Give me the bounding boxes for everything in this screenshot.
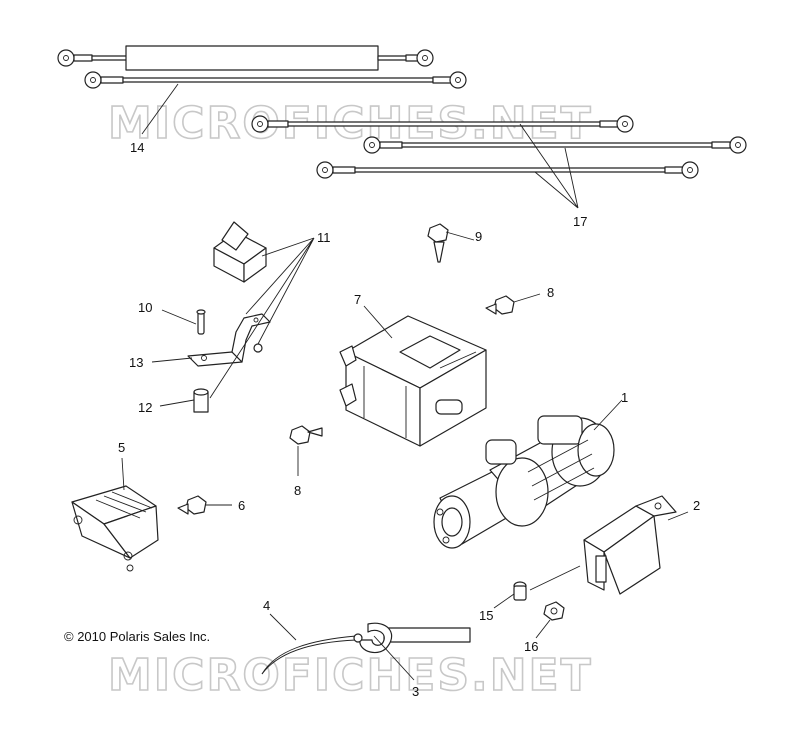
leader-10 [161,309,197,325]
part-11-clip [253,343,263,353]
copyright-notice: © 2010 Polaris Sales Inc. [64,629,210,644]
callout-13: 13 [129,355,143,370]
leader-9 [445,231,475,241]
leader-16 [535,619,551,639]
part-7-mount [339,315,487,447]
leader-2 [667,511,689,521]
leader-12 [159,399,195,407]
callout-17: 17 [573,214,587,229]
part-11-box [213,221,267,283]
cable-14-upper [57,45,434,71]
leader-5 [121,457,125,491]
watermark-bottom: MICROFICHES.NET [108,650,593,701]
callout-1: 1 [621,390,628,405]
part-1-winch [433,415,615,549]
callout-8-upper: 8 [547,285,554,300]
leader-17 [519,123,579,209]
callout-9: 9 [475,229,482,244]
leader-15 [493,565,581,609]
part-16-nut [543,601,565,621]
callout-8-lower: 8 [294,483,301,498]
cable-17-b [363,136,747,154]
leader-8-upper [513,293,541,303]
part-4-cable [261,635,357,675]
leader-1 [593,399,623,431]
part-9-bolt [427,223,449,263]
callout-16: 16 [524,639,538,654]
leader-14 [141,83,179,135]
part-12-spacer [193,388,209,413]
callout-7: 7 [354,292,361,307]
leader-13 [151,357,193,363]
callout-12: 12 [138,400,152,415]
part-6-screw [177,495,207,515]
callout-14: 14 [130,140,144,155]
part-5-controller [71,485,159,572]
part-2-fairlead [583,495,677,595]
part-10-bolt [196,309,206,335]
callout-6: 6 [238,498,245,513]
part-8-bolt-upper [485,295,515,315]
callout-11: 11 [317,230,331,245]
leader-3 [373,635,415,681]
leader-7 [363,305,393,339]
part-15-bolt [513,581,527,601]
callout-2: 2 [693,498,700,513]
callout-4: 4 [263,598,270,613]
callout-15: 15 [479,608,493,623]
cable-17-c [316,161,699,179]
leader-11 [209,237,315,399]
cable-17-a [251,115,634,133]
cable-14-lower [84,71,467,89]
leader-4 [269,613,297,641]
callout-10: 10 [138,300,152,315]
callout-5: 5 [118,440,125,455]
callout-3: 3 [412,684,419,699]
part-8-bolt-lower [289,425,323,445]
part-3-hook [353,622,471,654]
